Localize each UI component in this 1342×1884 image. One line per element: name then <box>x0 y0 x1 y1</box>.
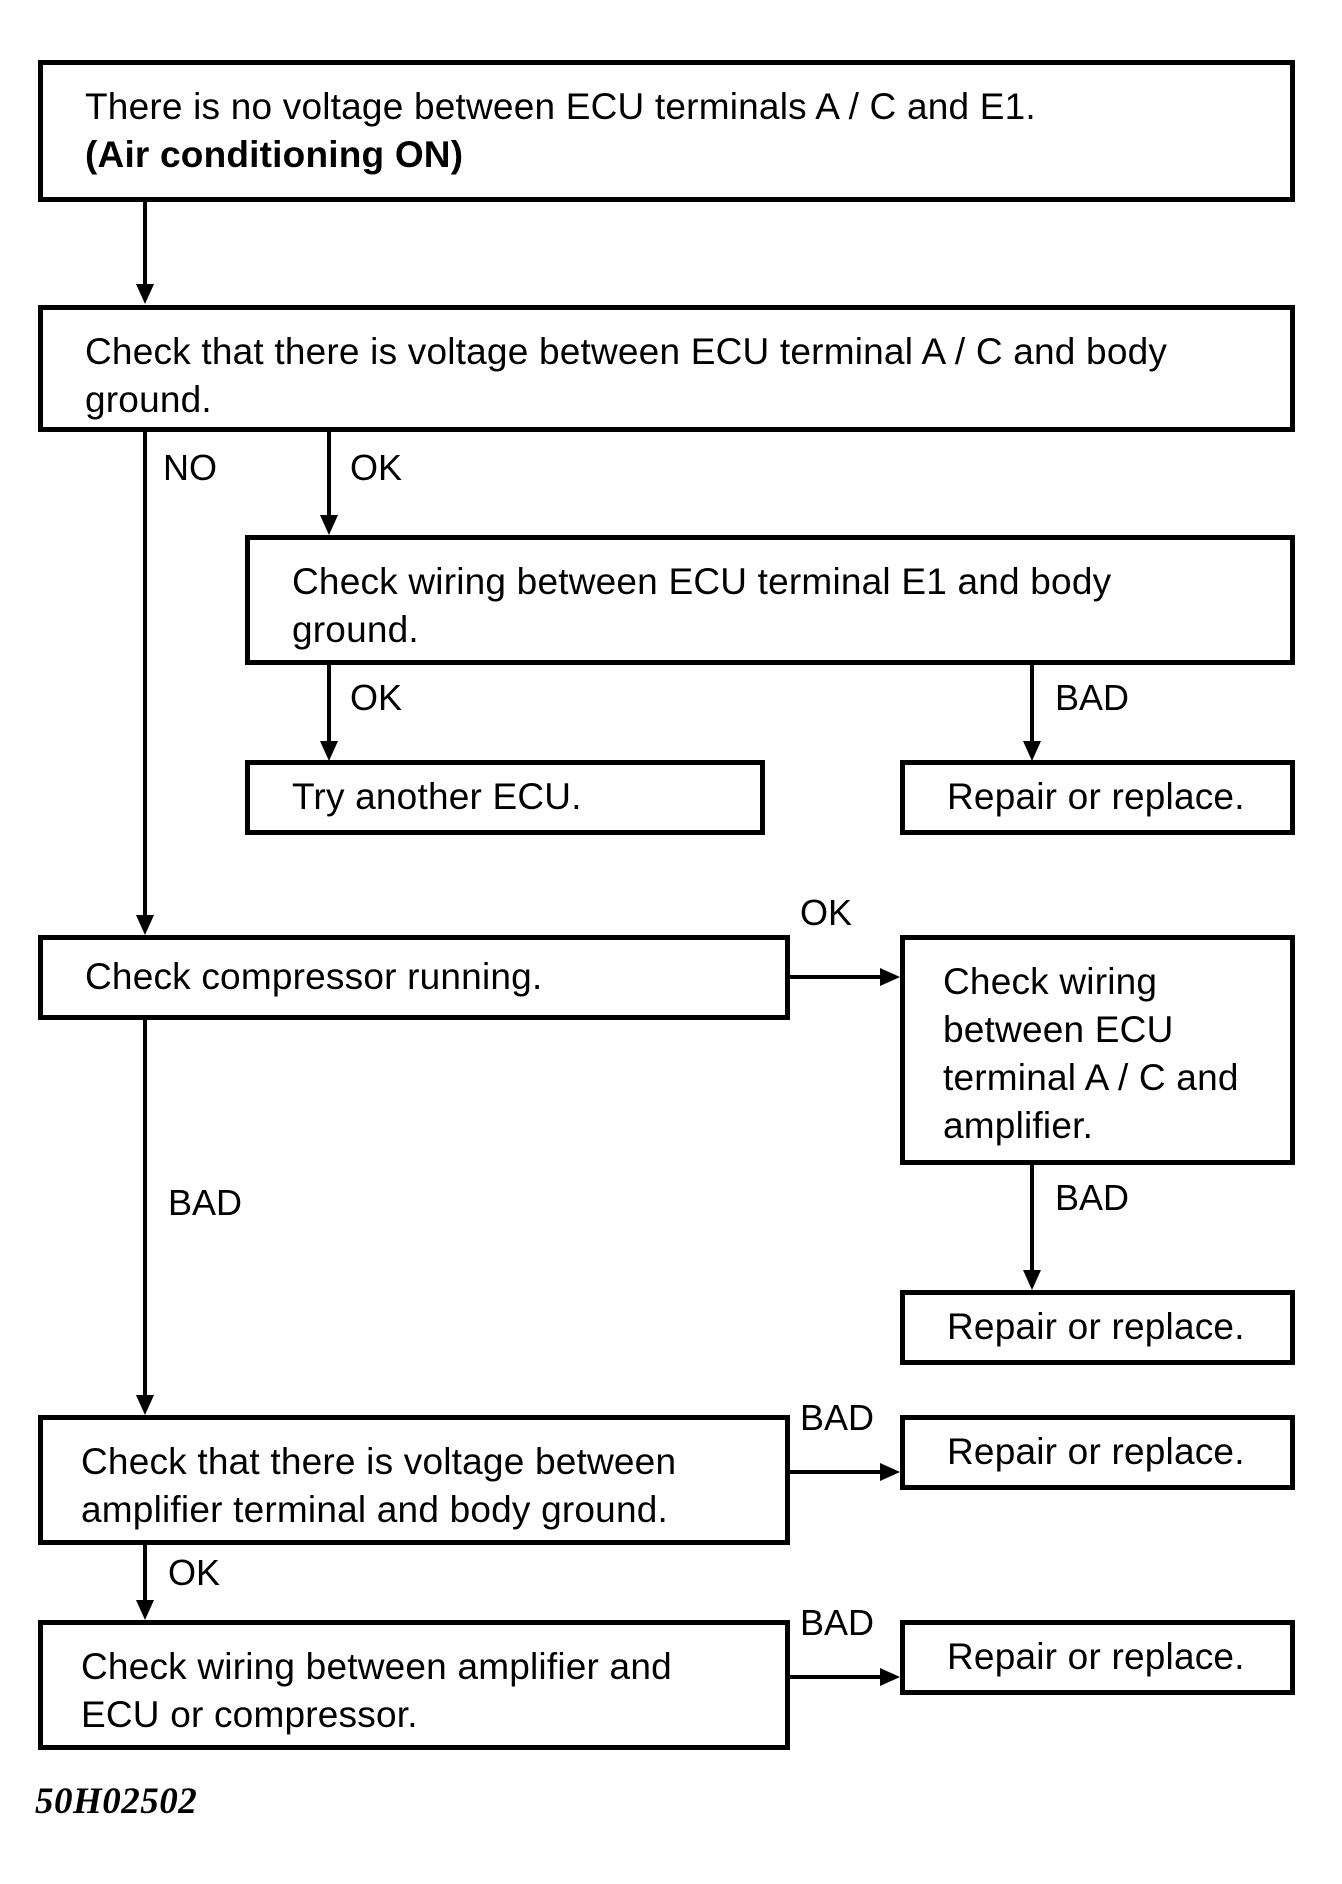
connector-n1-n2 <box>143 202 147 284</box>
edge-label-no: NO <box>163 447 217 488</box>
arrowhead-n7-n8 <box>1023 1270 1041 1290</box>
node-no-voltage-statement: There is no voltage between ECU terminal… <box>38 60 1295 202</box>
node-text: Check wiring between ECU terminal E1 and… <box>292 561 1112 651</box>
node-text: Repair or replace. <box>947 1636 1245 1678</box>
node-check-wiring-ac-amplifier: Check wiring between ECU terminal A / C … <box>900 935 1295 1165</box>
node-check-wiring-amplifier-ecu-compressor: Check wiring between amplifier and ECU o… <box>38 1620 790 1750</box>
arrowhead-n6-n7 <box>880 968 900 986</box>
connector-n6-bad-branch <box>143 1020 147 1395</box>
node-text: Repair or replace. <box>947 1431 1245 1473</box>
edge-label-bad-n11: BAD <box>800 1602 875 1643</box>
node-line-1: There is no voltage between ECU terminal… <box>85 85 1036 127</box>
edge-label-bad-n3: BAD <box>1055 677 1130 718</box>
node-check-voltage-amplifier-terminal: Check that there is voltage between ampl… <box>38 1415 790 1545</box>
connector-n2-ok-branch <box>327 432 331 515</box>
arrowhead-n9-n10 <box>880 1463 900 1481</box>
node-try-another-ecu: Try another ECU. <box>245 760 765 835</box>
connector-n11-bad-branch <box>790 1675 885 1679</box>
edge-label-ok-n9: OK <box>168 1552 221 1593</box>
node-text: Check wiring between ECU terminal A / C … <box>943 961 1239 1147</box>
node-line-2: (Air conditioning ON) <box>85 131 463 179</box>
node-text: Check compressor running. <box>85 956 543 998</box>
node-check-voltage-ac-body-ground: Check that there is voltage between ECU … <box>38 305 1295 432</box>
node-text: Repair or replace. <box>947 776 1245 818</box>
node-check-compressor-running: Check compressor running. <box>38 935 790 1020</box>
node-text: Repair or replace. <box>947 1306 1245 1348</box>
node-text: Try another ECU. <box>292 776 582 818</box>
node-text: Check wiring between amplifier and ECU o… <box>81 1646 672 1736</box>
edge-label-bad-n6: BAD <box>168 1182 243 1223</box>
node-repair-or-replace-1: Repair or replace. <box>900 760 1295 835</box>
arrowhead-n3-n5 <box>1023 741 1041 761</box>
node-line-2-bold: (Air conditioning ON) <box>85 134 464 175</box>
connector-n9-ok-branch <box>143 1545 147 1600</box>
node-check-wiring-e1-body-ground: Check wiring between ECU terminal E1 and… <box>245 535 1295 665</box>
connector-n3-ok-branch <box>327 665 331 741</box>
arrowhead-n6-n9 <box>136 1395 154 1415</box>
connector-n7-bad-branch <box>1030 1165 1034 1270</box>
arrowhead-n3-n4 <box>320 741 338 761</box>
edge-label-ok-n3: OK <box>350 677 403 718</box>
node-text: Check that there is voltage between ampl… <box>81 1441 677 1531</box>
arrowhead-n9-n11 <box>136 1600 154 1620</box>
edge-label-ok-n6: OK <box>800 892 853 933</box>
figure-reference-code: 50H02502 <box>35 1781 198 1822</box>
edge-label-ok-n2: OK <box>350 447 403 488</box>
connector-n2-no-branch <box>143 432 147 917</box>
arrowhead-n2-n3 <box>320 515 338 535</box>
node-text: Check that there is voltage between ECU … <box>85 331 1168 421</box>
arrowhead-n2-n6 <box>136 915 154 935</box>
arrowhead-n1-n2 <box>136 284 154 304</box>
node-repair-or-replace-4: Repair or replace. <box>900 1620 1295 1695</box>
edge-label-bad-n7: BAD <box>1055 1177 1130 1218</box>
node-repair-or-replace-3: Repair or replace. <box>900 1415 1295 1490</box>
connector-n3-bad-branch <box>1030 665 1034 741</box>
node-repair-or-replace-2: Repair or replace. <box>900 1290 1295 1365</box>
edge-label-bad-n9: BAD <box>800 1397 875 1438</box>
connector-n6-ok-branch <box>790 975 885 979</box>
connector-n9-bad-branch <box>790 1470 885 1474</box>
arrowhead-n11-n12 <box>880 1668 900 1686</box>
